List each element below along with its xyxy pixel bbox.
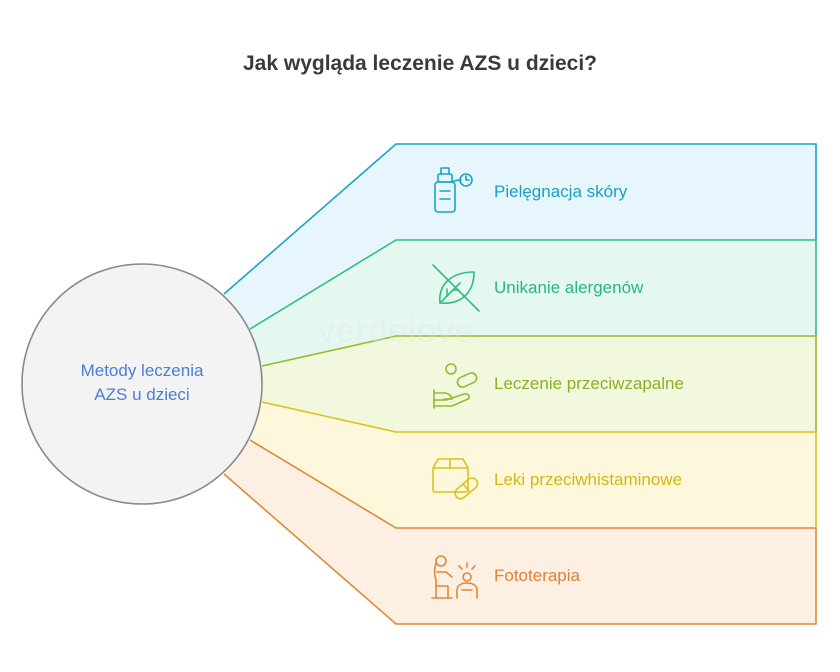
box-pill-icon	[432, 458, 479, 500]
branch-label-skin-care: Pielęgnacja skóry	[494, 182, 628, 201]
branch-label-allergen-avoidance: Unikanie alergenów	[494, 278, 644, 297]
bottle-icon	[434, 167, 473, 213]
band-phototherapy-outline	[223, 439, 817, 625]
band-anti-inflammatory	[262, 336, 816, 432]
branch-label-phototherapy: Fototerapia	[494, 566, 580, 585]
page-title: Jak wygląda leczenie AZS u dzieci?	[242, 52, 598, 75]
branch-label-antihistamines: Leki przeciwhistaminowe	[494, 470, 683, 489]
watermark: verdelove	[318, 312, 475, 350]
branch-label-anti-inflammatory: Leczenie przeciwzapalne	[494, 374, 684, 393]
person-light-icon	[431, 555, 478, 599]
band-phototherapy	[224, 440, 816, 624]
band-allergen-avoidance	[250, 240, 816, 366]
band-skin-care	[224, 144, 816, 329]
band-antihistamines	[250, 402, 816, 528]
hand-pill-icon	[433, 363, 478, 409]
center-label: Metody leczenia AZS u dzieci	[38, 359, 246, 407]
no-leaf-icon	[432, 264, 480, 312]
band-antihistamines-outline	[261, 401, 817, 528]
band-anti-inflammatory-outline	[261, 335, 817, 432]
band-skin-care-outline	[223, 143, 817, 295]
center-label-line-1: Metody leczenia	[80, 361, 204, 380]
band-allergen-avoidance-outline	[249, 239, 817, 336]
center-label-line-2: AZS u dzieci	[94, 385, 190, 404]
center-node	[21, 263, 263, 505]
